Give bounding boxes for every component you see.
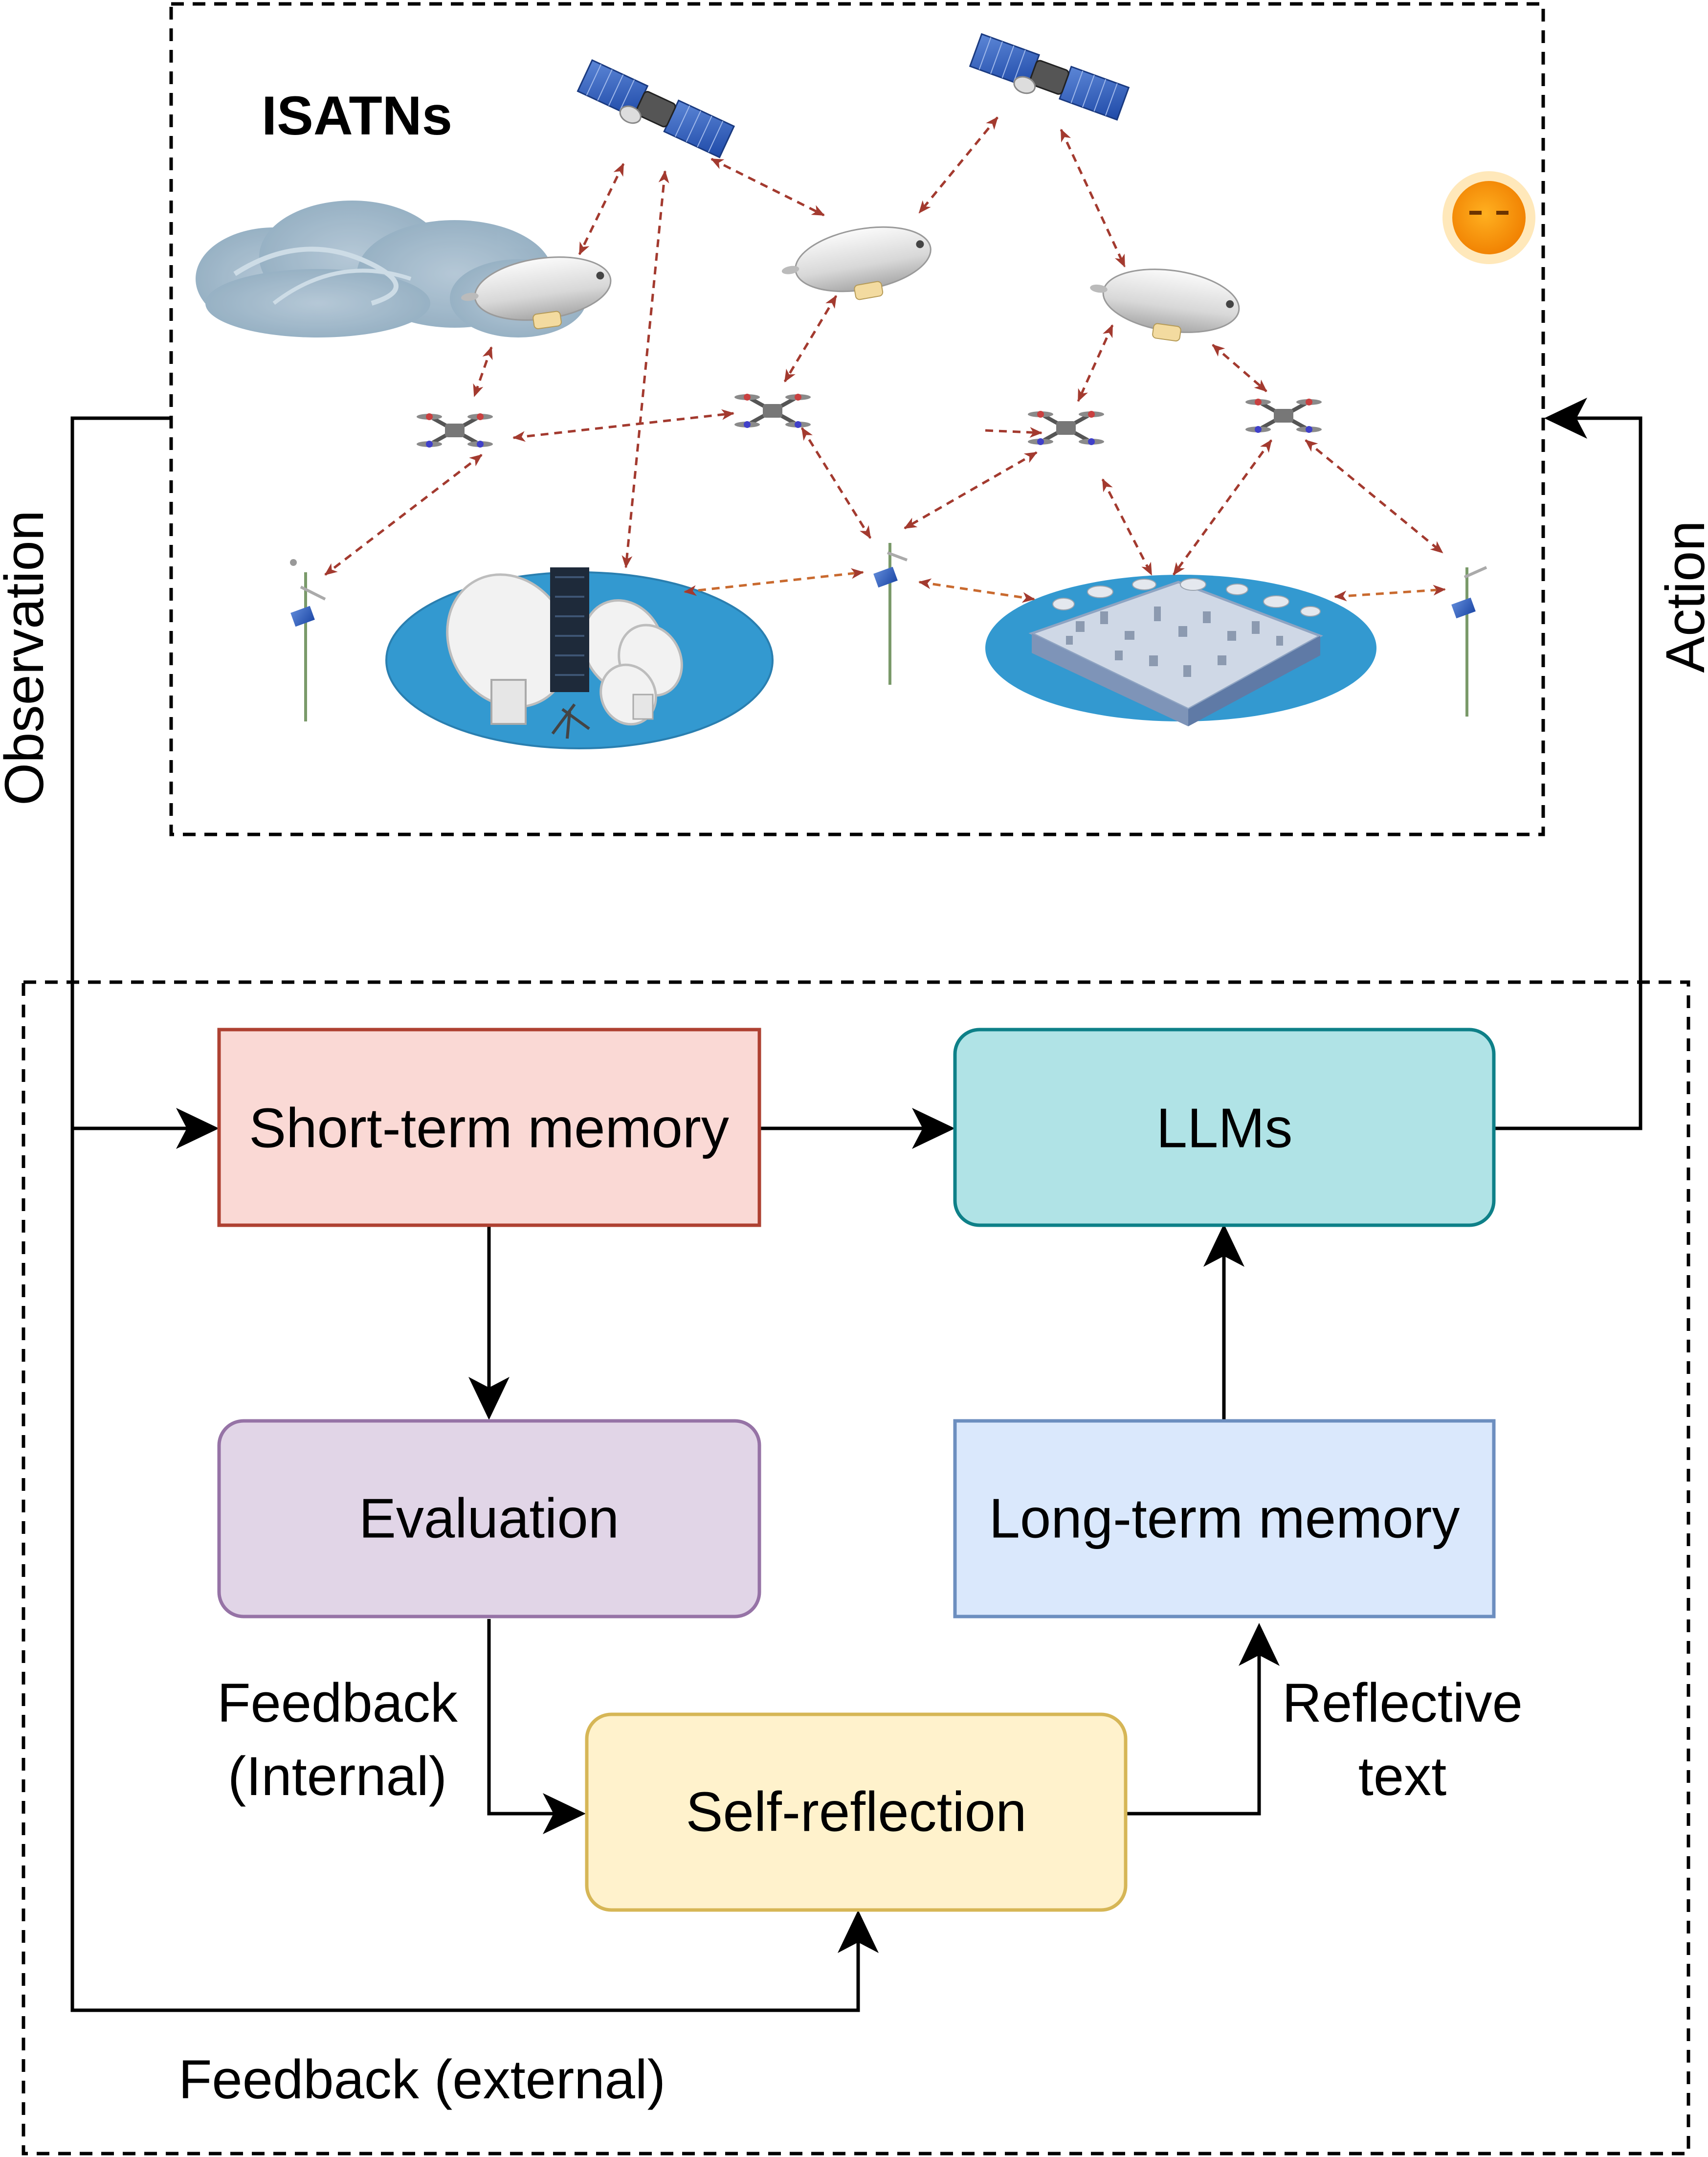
link	[1172, 439, 1273, 576]
blimp-icon	[781, 226, 932, 300]
feedback-external-label: Feedback (external)	[178, 2049, 665, 2110]
drone-icon	[1028, 411, 1104, 445]
arrowhead	[912, 1108, 955, 1149]
communication-links	[324, 116, 1443, 576]
link	[1101, 478, 1153, 576]
llms-rect	[953, 1028, 1496, 1227]
link	[473, 346, 493, 397]
feedback-internal-label-line1: Feedback	[217, 1672, 458, 1733]
link	[918, 116, 998, 214]
drone-icon	[734, 394, 811, 428]
link	[324, 454, 483, 576]
arrowhead	[1203, 1224, 1244, 1267]
relay-station-icon	[1451, 566, 1487, 717]
link	[800, 427, 872, 539]
link	[710, 157, 825, 217]
connectors	[70, 416, 1642, 2012]
blimp-icon	[1090, 269, 1240, 342]
cloud-icon	[196, 201, 587, 337]
observation-label: Observation	[0, 510, 55, 806]
self-reflection-label: Self-reflection	[686, 1781, 1027, 1843]
llms-box: LLMs	[953, 1028, 1496, 1227]
action-arrow	[1494, 416, 1642, 1130]
long-term-memory-box: Long-term memory	[953, 1419, 1496, 1618]
drone-icon	[417, 413, 493, 448]
isatn-title: ISATNs	[262, 85, 452, 146]
observation-arrow	[70, 416, 216, 1131]
self-reflection-box: Self-reflection	[585, 1712, 1128, 1912]
link	[1334, 584, 1446, 602]
ground-links	[684, 568, 1446, 603]
short-term-memory-box: Short-term memory	[217, 1028, 761, 1227]
link	[985, 427, 1043, 438]
link	[684, 568, 864, 596]
short-term-memory-label: Short-term memory	[249, 1098, 729, 1160]
link	[578, 163, 625, 255]
link	[783, 295, 838, 382]
link	[1060, 129, 1126, 268]
blimp-icon	[461, 256, 612, 330]
arrowhead	[1239, 1623, 1280, 1666]
action-label: Action	[1655, 520, 1708, 673]
relay-station-icon	[290, 559, 326, 721]
arrowhead	[838, 1910, 879, 1953]
link	[904, 451, 1038, 530]
drone-icon	[1245, 399, 1322, 433]
link	[621, 170, 669, 568]
llms-label: LLMs	[1156, 1098, 1293, 1160]
reflection-to-long-arrow	[1126, 1634, 1261, 1816]
relay-station-icon	[873, 543, 908, 685]
link	[1305, 439, 1443, 554]
evaluation-box: Evaluation	[217, 1419, 761, 1618]
satellite-icon	[577, 59, 735, 158]
self-reflection-rect	[585, 1712, 1128, 1912]
link	[1212, 344, 1267, 392]
arrowheads	[176, 398, 1587, 1953]
feedback-internal-label-line2: (Internal)	[228, 1746, 447, 1807]
link	[512, 409, 734, 442]
link	[1077, 324, 1114, 402]
evaluation-label: Evaluation	[359, 1488, 619, 1550]
ground-station-icon	[385, 567, 774, 749]
reflective-text-label-line2: text	[1358, 1746, 1447, 1807]
long-term-memory-rect	[953, 1419, 1496, 1618]
short-term-memory-rect	[217, 1028, 761, 1227]
sun-icon	[1442, 171, 1535, 264]
satellite-icon	[969, 33, 1130, 121]
framework-panel-border	[22, 980, 1690, 2156]
arrowhead	[543, 1793, 586, 1834]
reflective-text-label-line1: Reflective	[1282, 1672, 1523, 1733]
arrowhead	[1544, 398, 1587, 439]
feedback-external-arrow	[70, 1128, 860, 2012]
evaluation-to-reflection-arrow	[487, 1619, 582, 1816]
long-term-memory-label: Long-term memory	[989, 1488, 1460, 1550]
link	[918, 578, 1035, 603]
evaluation-rect	[217, 1419, 761, 1618]
isatn-panel: ISATNs	[169, 2, 1545, 836]
smart-city-icon	[985, 575, 1376, 726]
arrowhead	[176, 1108, 219, 1149]
arrowhead	[468, 1377, 510, 1420]
